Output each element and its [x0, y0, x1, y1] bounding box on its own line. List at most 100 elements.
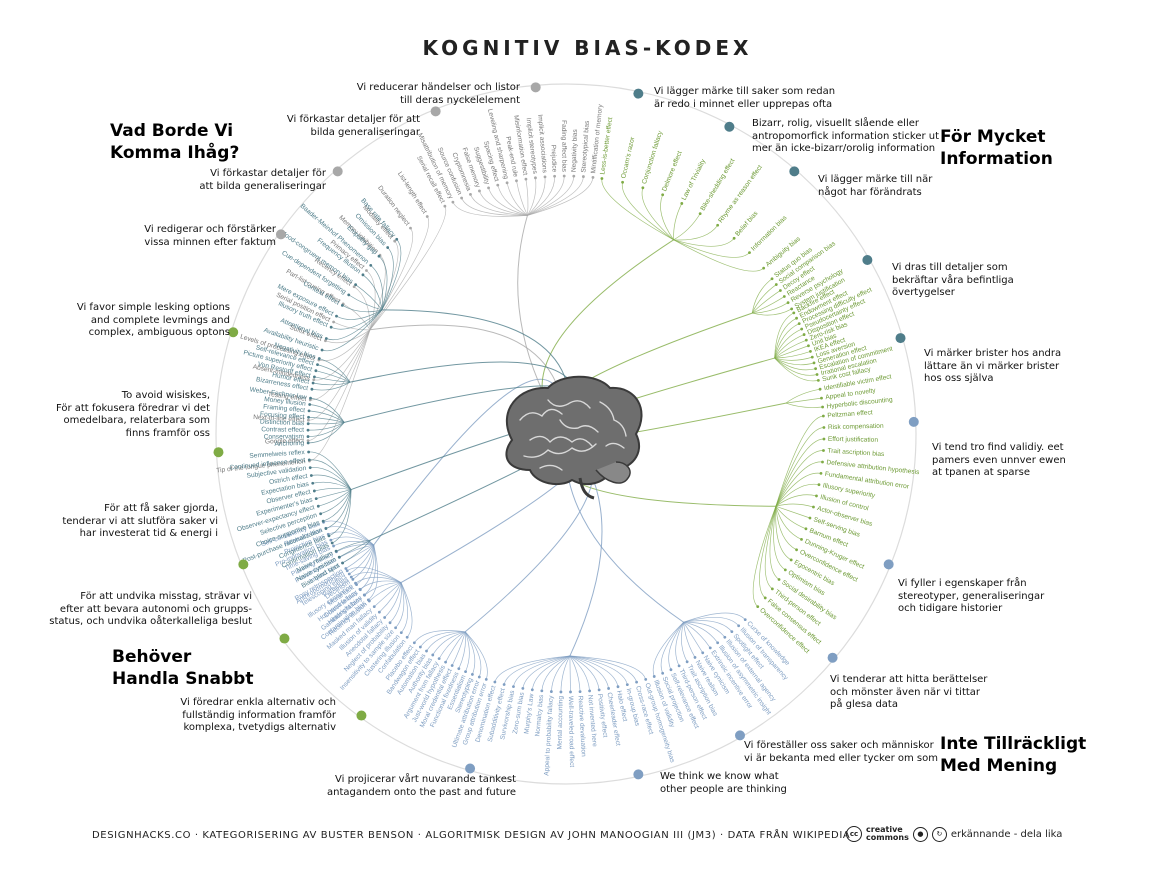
branch-dot — [347, 572, 351, 576]
branch-dot — [800, 327, 804, 331]
brain-fold — [539, 464, 563, 471]
branch-dot — [809, 350, 812, 353]
branch-twig — [330, 536, 374, 546]
branch-dot — [812, 361, 816, 365]
branch-dot — [540, 689, 544, 693]
branch-twig — [414, 630, 466, 643]
branch-twig — [774, 328, 802, 359]
branch-dot — [312, 489, 316, 493]
branch-dot — [418, 645, 422, 649]
bias-label: Law of Triviality — [681, 158, 708, 202]
branch-twig — [683, 622, 696, 658]
branch-twig — [527, 176, 584, 216]
branch-dot — [815, 494, 818, 498]
note-dot — [238, 559, 249, 570]
branch-dot — [621, 180, 624, 184]
branch-dot — [460, 196, 464, 200]
branch-dot — [311, 381, 315, 385]
branch-dot — [701, 651, 705, 655]
branch-twig — [335, 539, 371, 552]
branch-twig — [316, 489, 352, 499]
branch-dot — [306, 435, 310, 438]
branch-twig — [328, 489, 352, 537]
branch-dot — [810, 355, 814, 359]
branch-twig — [513, 655, 570, 687]
branch-dot — [661, 671, 665, 675]
branch-twig — [775, 461, 823, 507]
brain-fold — [559, 419, 599, 433]
branch-dot — [309, 396, 312, 400]
branch-twig — [774, 323, 800, 359]
branch-dot — [521, 686, 525, 690]
branch-dot — [443, 204, 447, 208]
branch-dot — [361, 273, 365, 277]
branch-dot — [669, 668, 673, 672]
branch-twig — [426, 631, 466, 652]
branch-dot — [394, 626, 398, 630]
branch-twig — [759, 506, 777, 599]
creative-commons-icon: cc — [846, 826, 862, 842]
branch-dot — [795, 548, 798, 552]
note-dot — [530, 82, 541, 93]
branch-twig — [339, 539, 372, 558]
note-dot — [724, 121, 735, 132]
branch-twig — [333, 541, 374, 547]
branch-dot — [730, 630, 734, 634]
branch-twig — [308, 329, 371, 421]
branch-twig — [775, 506, 792, 561]
footer-credits: DESIGNHACKS.CO · KATEGORISERING AV BUSTE… — [92, 830, 851, 841]
branch-twig — [769, 506, 780, 580]
branch-twig — [774, 317, 797, 359]
bias-label: Normalcy bias — [534, 694, 545, 737]
bias-label: Murphy's Law — [523, 693, 535, 734]
branch-twig — [774, 357, 816, 371]
branch-dot — [625, 683, 629, 687]
branch-twig — [775, 472, 822, 507]
branch-twig — [764, 506, 777, 590]
branch-twig — [326, 309, 383, 340]
branch-dot — [372, 605, 376, 609]
branch-dot — [311, 481, 315, 485]
branch-dot — [591, 176, 595, 179]
branch-dot — [309, 474, 313, 477]
branch-twig — [451, 631, 466, 666]
branch-dot — [774, 283, 778, 286]
branch-twig — [351, 572, 402, 583]
bias-label: Distinction bias — [260, 419, 305, 428]
branch-dot — [812, 505, 815, 509]
branch-dot — [815, 373, 819, 376]
branch-twig — [683, 612, 746, 623]
note-dot — [908, 416, 919, 427]
category-need-to-act-fast: Behöver Handla Snabbt — [112, 647, 254, 689]
branch-twig — [400, 582, 413, 638]
branch-twig — [751, 290, 781, 314]
branch-twig — [673, 238, 735, 247]
brain-fold — [519, 408, 563, 421]
note-dot — [862, 255, 873, 265]
branch-twig — [601, 178, 674, 241]
branch-twig — [309, 329, 371, 462]
branch-dot — [763, 596, 767, 600]
brain-fold — [605, 442, 625, 449]
branch-dot — [337, 555, 341, 559]
branch-dot — [600, 177, 604, 180]
branch-twig — [395, 582, 405, 628]
branch-dot — [680, 202, 684, 205]
branch-dot — [543, 175, 547, 179]
bias-label: Risk compensation — [828, 423, 884, 431]
branch-twig — [673, 203, 683, 240]
brain-icon — [505, 375, 643, 500]
branch-dot — [549, 690, 553, 693]
branch-twig — [569, 655, 600, 690]
branch-twig — [681, 622, 688, 662]
branch-twig — [314, 487, 352, 492]
branch-dot — [817, 483, 821, 487]
branch-dot — [802, 333, 806, 336]
branch-twig — [355, 576, 402, 584]
branch-dot — [312, 378, 316, 382]
